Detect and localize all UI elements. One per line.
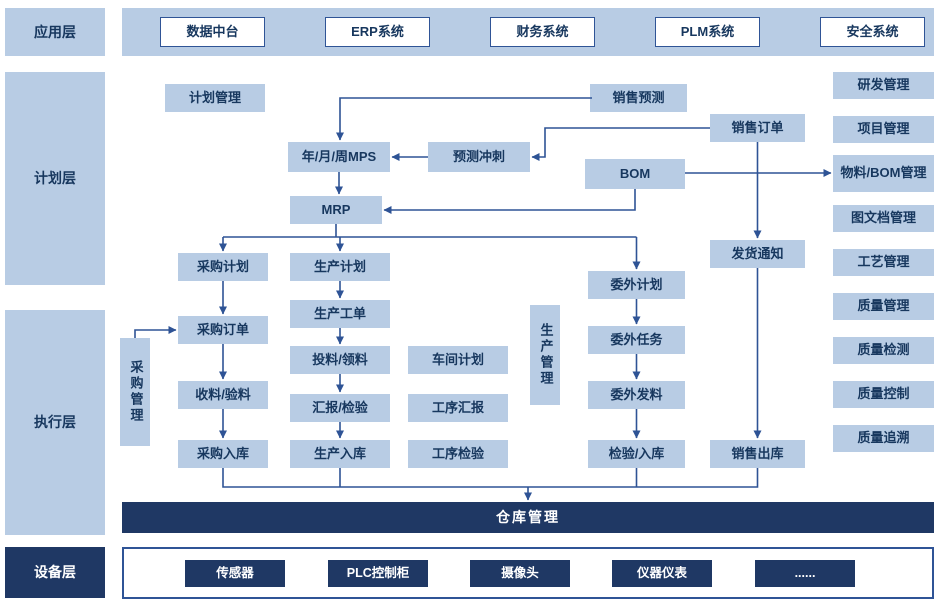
node-material-feeding: 投料/领料 xyxy=(290,346,390,374)
node-production-inbound: 生产入库 xyxy=(290,440,390,468)
layer-label-equipment: 设备层 xyxy=(5,547,105,598)
layer-label-application: 应用层 xyxy=(5,8,105,56)
node-receiving-inspection: 收料/验料 xyxy=(178,381,268,409)
node-sales-forecast: 销售预测 xyxy=(590,84,687,112)
node-outsourcing-issue: 委外发料 xyxy=(588,381,685,409)
device-camera: 摄像头 xyxy=(470,560,570,587)
node-purchase-management: 采购管理 xyxy=(120,338,150,446)
node-mrp: MRP xyxy=(290,196,382,224)
node-workshop-plan: 车间计划 xyxy=(408,346,508,374)
node-purchase-inbound: 采购入库 xyxy=(178,440,268,468)
node-quality-management: 质量管理 xyxy=(833,293,934,320)
node-quality-trace: 质量追溯 xyxy=(833,425,934,452)
node-purchase-plan: 采购计划 xyxy=(178,253,268,281)
node-sales-order: 销售订单 xyxy=(710,114,805,142)
node-project-management: 项目管理 xyxy=(833,116,934,143)
node-document-management: 图文档管理 xyxy=(833,205,934,232)
warehouse-management-bar: 仓库管理 xyxy=(122,502,934,533)
node-craft-management: 工艺管理 xyxy=(833,249,934,276)
app-system-finance: 财务系统 xyxy=(490,17,595,47)
node-quality-control: 质量控制 xyxy=(833,381,934,408)
node-production-order: 生产工单 xyxy=(290,300,390,328)
device-plc-cabinet: PLC控制柜 xyxy=(328,560,428,587)
node-production-management: 生产管理 xyxy=(530,305,560,405)
node-production-plan: 生产计划 xyxy=(290,253,390,281)
node-outsourcing-task: 委外任务 xyxy=(588,326,685,354)
app-system-erp: ERP系统 xyxy=(325,17,430,47)
node-rd-management: 研发管理 xyxy=(833,72,934,99)
node-mps: 年/月/周MPS xyxy=(288,142,390,172)
node-forecast-offset: 预测冲刺 xyxy=(428,142,530,172)
edge-mrp-branch-connector xyxy=(223,224,637,238)
edge-sales-forecast-to-mps xyxy=(336,97,592,141)
node-sales-outbound: 销售出库 xyxy=(710,440,805,468)
node-purchase-order: 采购订单 xyxy=(178,316,268,344)
device-instruments: 仪器仪表 xyxy=(612,560,712,587)
layer-label-planning: 计划层 xyxy=(5,72,105,285)
app-system-security: 安全系统 xyxy=(820,17,925,47)
edge-sales-order-to-forecast-offset xyxy=(531,127,710,161)
node-operation-report: 工序汇报 xyxy=(408,394,508,422)
app-system-data-platform: 数据中台 xyxy=(160,17,265,47)
node-outsourcing-plan: 委外计划 xyxy=(588,271,685,299)
device-more: ...... xyxy=(755,560,855,587)
layer-label-execution: 执行层 xyxy=(5,310,105,535)
node-quality-inspection: 质量检测 xyxy=(833,337,934,364)
node-operation-inspection: 工序检验 xyxy=(408,440,508,468)
edge-inbound-convergence-connector xyxy=(222,468,759,488)
device-sensor: 传感器 xyxy=(185,560,285,587)
node-plan-management: 计划管理 xyxy=(165,84,265,112)
node-report-inspection: 汇报/检验 xyxy=(290,394,390,422)
node-inspection-inbound: 检验/入库 xyxy=(588,440,685,468)
node-bom: BOM xyxy=(585,159,685,189)
edge-purchase-mgmt-to-purchase-order xyxy=(134,326,177,338)
edge-bom-to-mrp xyxy=(383,189,636,214)
node-delivery-notice: 发货通知 xyxy=(710,240,805,268)
node-material-bom-management: 物料/BOM管理 xyxy=(833,155,934,192)
app-system-plm: PLM系统 xyxy=(655,17,760,47)
